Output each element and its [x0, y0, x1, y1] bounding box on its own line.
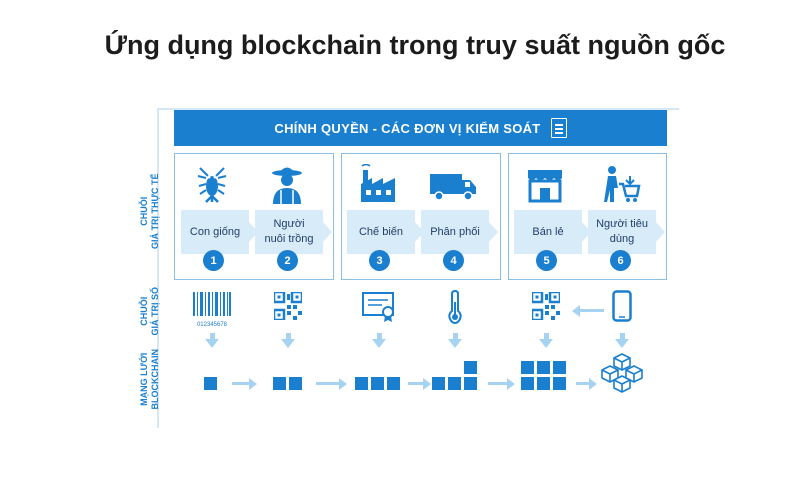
barcode-number: 012345678: [196, 322, 228, 328]
block: [521, 377, 534, 390]
side-label-blockchain: MẠNG LƯỚI BLOCKCHAIN: [139, 329, 162, 429]
barcode-icon: 012345678: [192, 292, 232, 328]
authority-band: CHÍNH QUYỀN - CÁC ĐƠN VỊ KIỂM SOÁT: [174, 110, 667, 146]
step-label-4: Phân phối: [421, 210, 498, 254]
block: [464, 361, 477, 374]
arrow-left: [572, 305, 580, 317]
block: [464, 377, 477, 390]
step-label-text: Người nuôi trồng: [264, 218, 314, 245]
arrow-down: [372, 333, 386, 348]
arrow-down: [448, 333, 462, 348]
step-label-6: Người tiêu dùng: [588, 210, 665, 254]
qr-code-icon: [532, 292, 560, 320]
step-number-3: 3: [369, 250, 390, 271]
block: [448, 377, 461, 390]
arrow-down: [281, 333, 295, 348]
arrow-right: [589, 377, 597, 390]
block: [289, 377, 302, 390]
block: [537, 361, 550, 374]
factory-icon: [361, 164, 395, 202]
block: [553, 361, 566, 374]
side-label-line: BLOCKCHAIN: [150, 349, 160, 410]
arrow-right-stem: [408, 382, 424, 385]
step-label-text: Chế biến: [358, 225, 404, 238]
label-arrow: [582, 222, 591, 242]
blockchain-cubes-icon: [601, 353, 643, 393]
shrimp-icon: [197, 167, 227, 203]
page-title: Ứng dụng blockchain trong truy suất nguồ…: [104, 30, 726, 60]
arrow-right: [423, 377, 431, 390]
step-label-text: Người tiêu dùng: [596, 218, 648, 245]
block: [371, 377, 384, 390]
arrow-right: [249, 377, 257, 390]
arrow-right: [339, 377, 347, 390]
arrow-down: [615, 333, 629, 348]
arrow-down: [539, 333, 553, 348]
side-label-line: GIÁ TRỊ THỰC TẾ: [150, 173, 160, 249]
step-number-2: 2: [277, 250, 298, 271]
block: [432, 377, 445, 390]
step-label-2: Người nuôi trồng: [255, 210, 332, 254]
label-arrow: [489, 222, 498, 242]
thermometer-icon: [448, 290, 462, 324]
store-icon: [528, 170, 562, 203]
authority-band-label: CHÍNH QUYỀN - CÁC ĐƠN VỊ KIỂM SOÁT: [274, 120, 541, 136]
step-label-3: Chế biến: [347, 210, 424, 254]
arrow-left-stem: [580, 309, 604, 312]
label-arrow: [656, 222, 665, 242]
step-label-1: Con giống: [181, 210, 258, 254]
step-label-text: Bán lẻ: [532, 225, 564, 238]
arrow-right-stem: [316, 382, 340, 385]
step-label-text: Phân phối: [430, 225, 480, 238]
step-number-5: 5: [536, 250, 557, 271]
shopper-icon: [604, 166, 641, 202]
certificate-icon: [362, 292, 394, 322]
block: [355, 377, 368, 390]
arrow-down: [205, 333, 219, 348]
label-arrow: [323, 222, 332, 242]
truck-icon: [430, 174, 476, 201]
farmer-icon: [272, 167, 302, 204]
arrow-right-stem: [232, 382, 250, 385]
block: [537, 377, 550, 390]
side-label-line: CHUỖI: [138, 196, 149, 226]
label-arrow: [415, 222, 424, 242]
block: [387, 377, 400, 390]
block: [521, 361, 534, 374]
step-number-4: 4: [443, 250, 464, 271]
step-label-5: Bán lẻ: [514, 210, 591, 254]
arrow-right: [507, 377, 515, 390]
step-number-6: 6: [610, 250, 631, 271]
block: [273, 377, 286, 390]
side-label-real-chain: CHUỖI GIÁ TRỊ THỰC TẾ: [139, 163, 162, 259]
document-icon: [550, 118, 567, 138]
block: [204, 377, 217, 390]
block: [553, 377, 566, 390]
smartphone-icon: [612, 290, 632, 322]
qr-code-icon: [274, 292, 302, 320]
side-label-line: MẠNG LƯỚI: [138, 352, 149, 406]
arrow-right-stem: [576, 382, 590, 385]
diagram-frame: [157, 108, 679, 428]
arrow-right-stem: [488, 382, 508, 385]
step-label-text: Con giống: [189, 225, 241, 238]
label-arrow: [249, 222, 258, 242]
step-number-1: 1: [203, 250, 224, 271]
